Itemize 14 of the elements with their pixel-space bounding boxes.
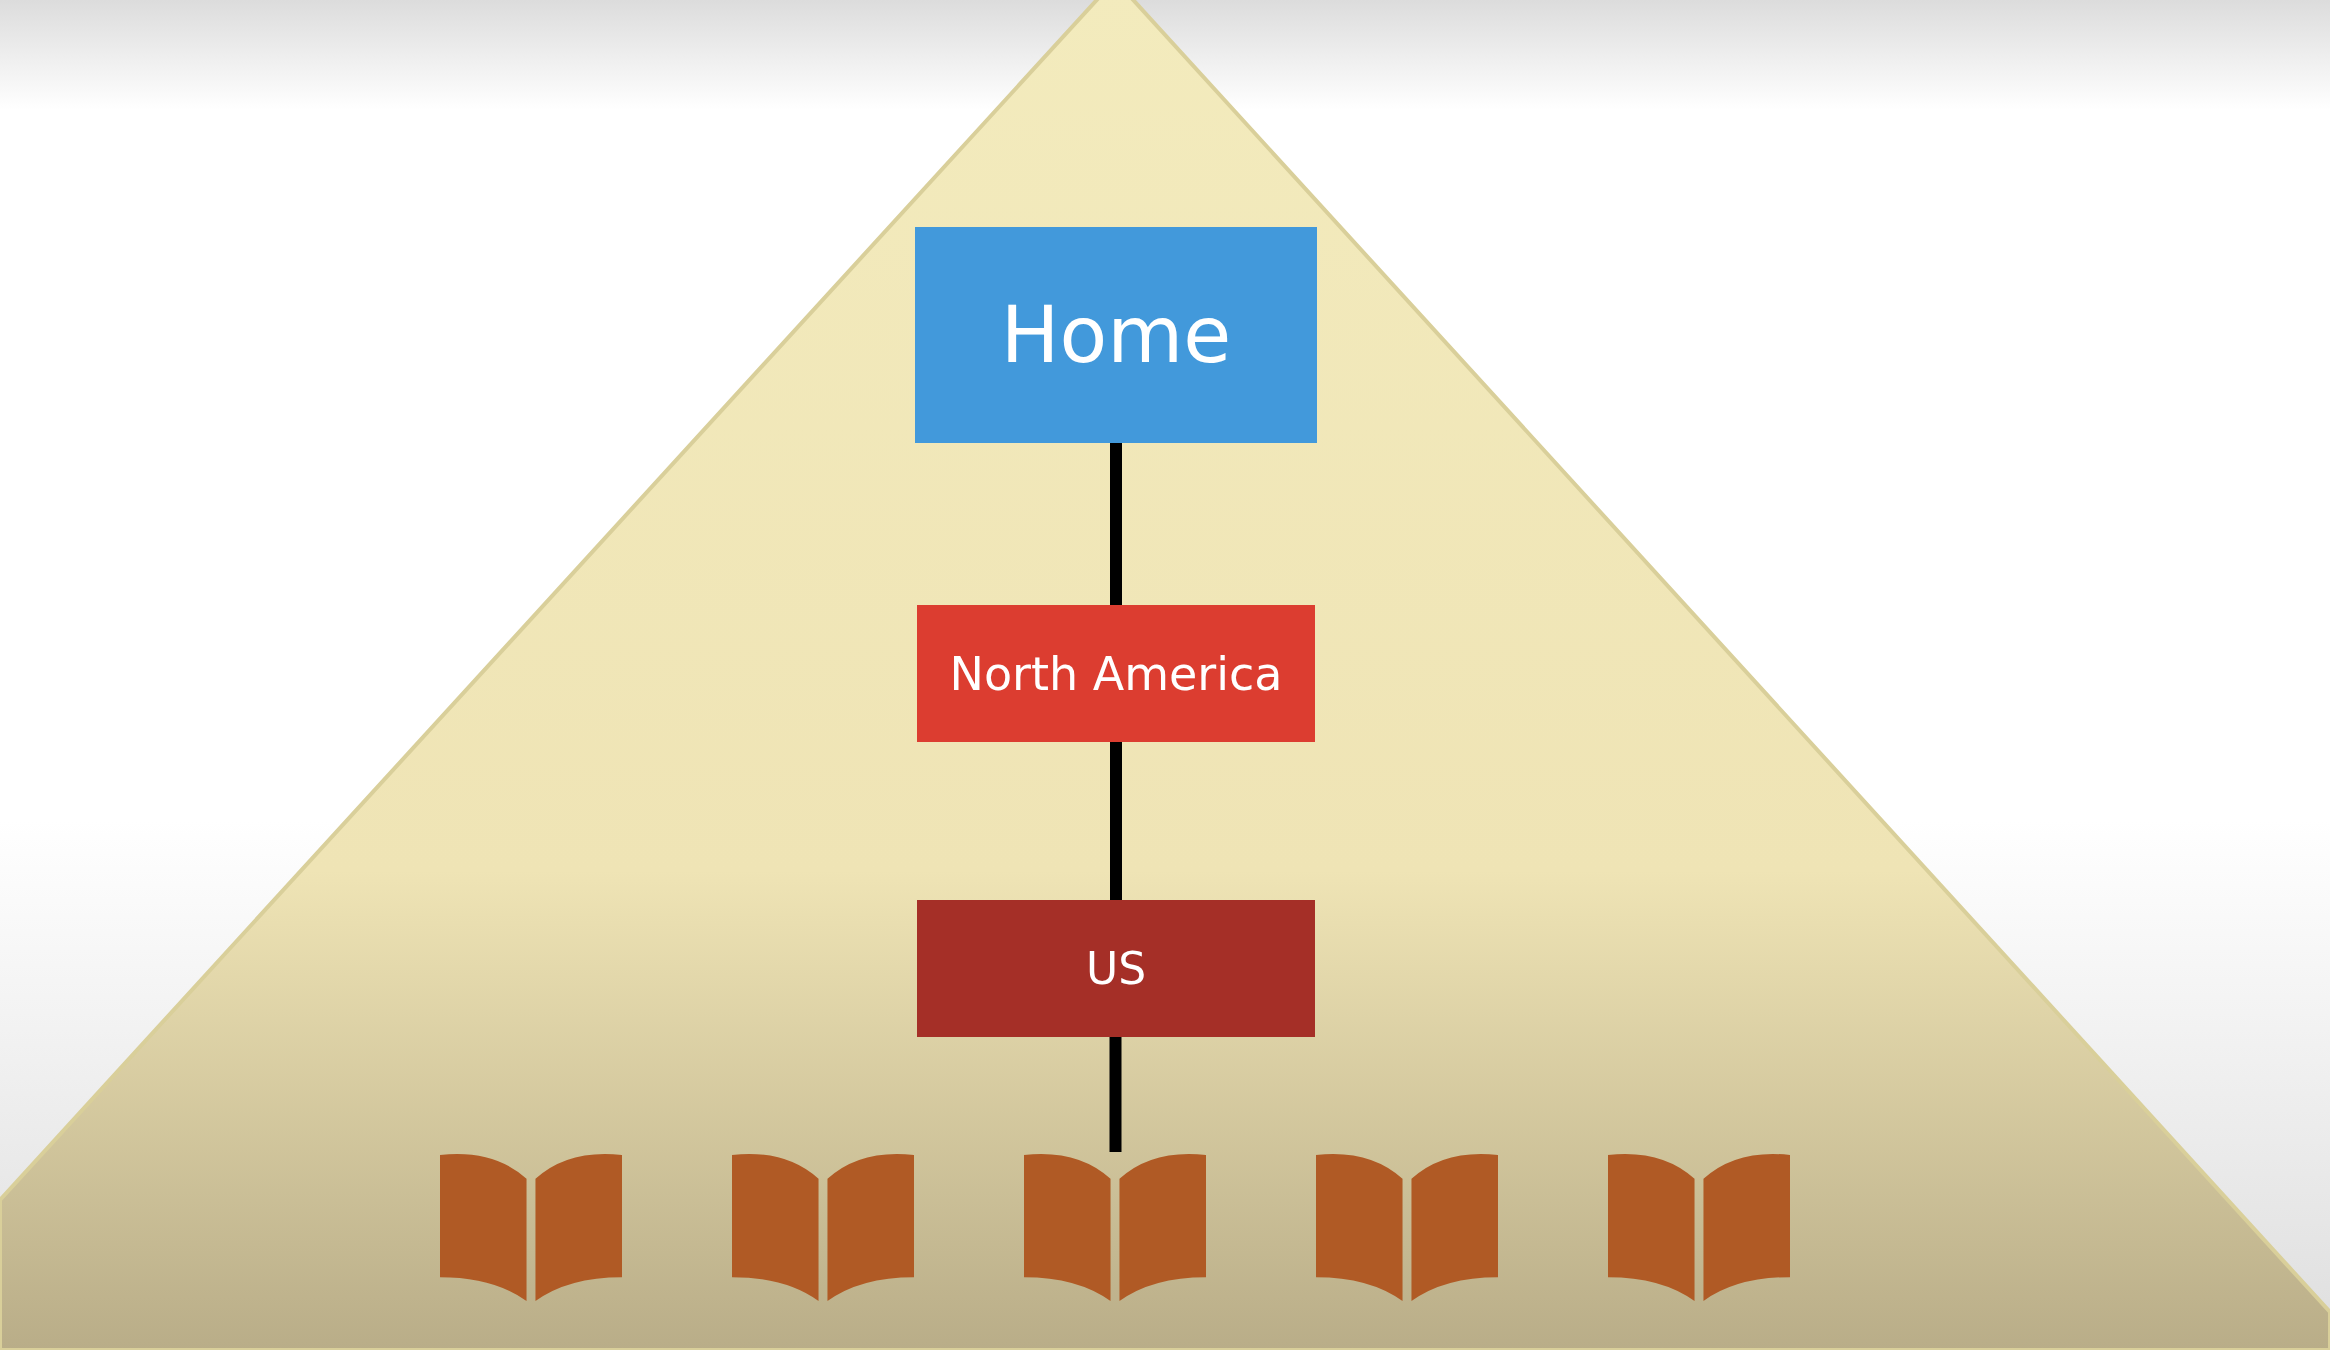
category-box [917,605,1315,742]
connector-line [1109,1037,1122,1152]
open-book-icon [732,1152,914,1301]
open-book-icon [1608,1152,1790,1301]
box-label: Home [1000,290,1232,380]
open-book-icon [440,1152,622,1301]
box-label: North America [949,646,1283,701]
connector-line [1110,443,1122,605]
connector-line [1110,742,1122,900]
box-label: US [1085,943,1147,994]
category-box [915,227,1317,443]
open-book-icon [1024,1152,1206,1301]
open-book-icon [1316,1152,1498,1301]
category-box [917,900,1315,1037]
